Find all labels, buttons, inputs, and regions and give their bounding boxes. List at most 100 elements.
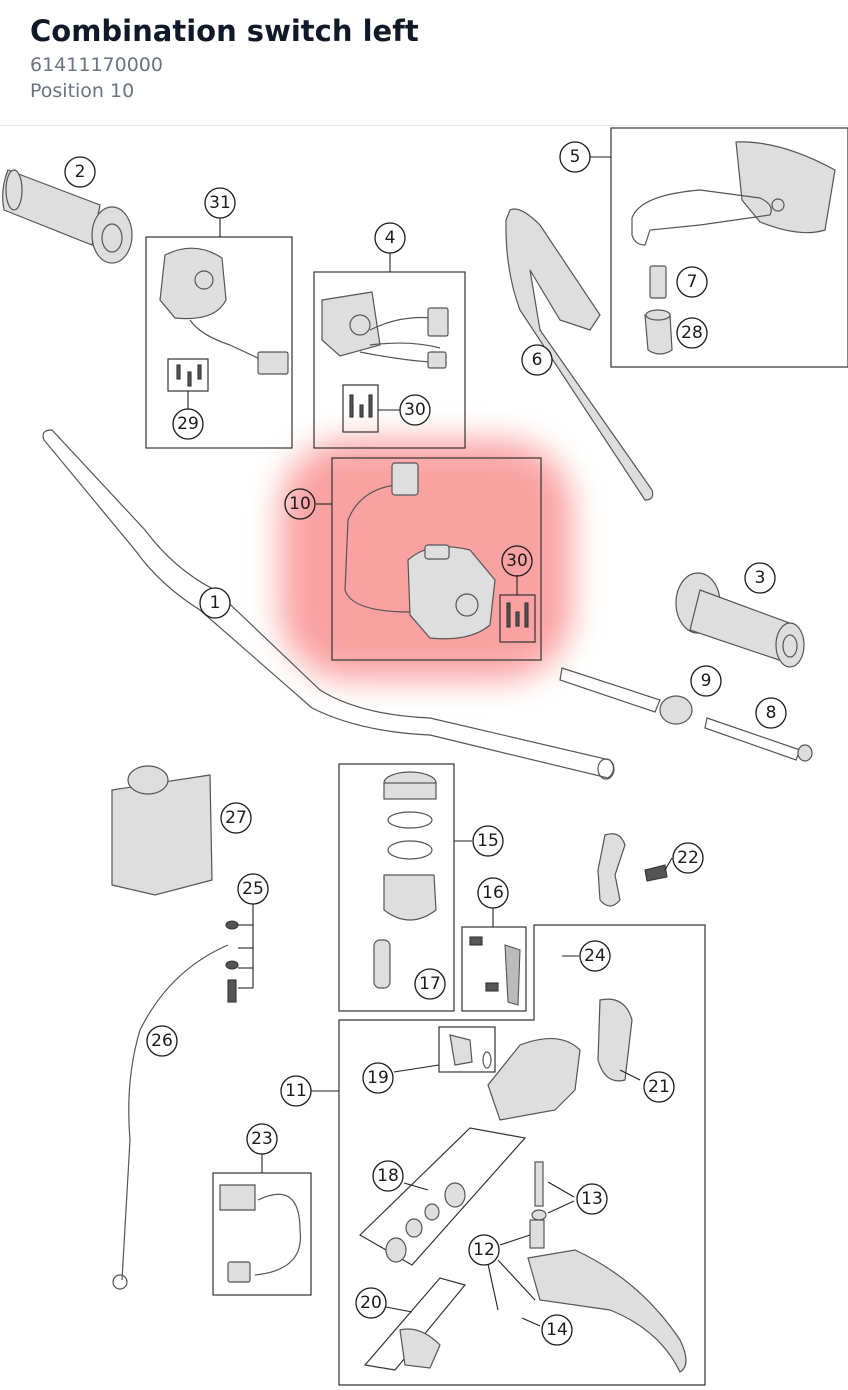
bolt-13[interactable] — [531, 1161, 547, 1221]
callout-27[interactable]: 27 — [220, 802, 252, 834]
callout-10[interactable]: 10 — [284, 488, 316, 520]
bracket-16[interactable] — [469, 936, 521, 1006]
svg-text:9: 9 — [701, 671, 712, 691]
kit-box-15 — [338, 763, 455, 1012]
svg-text:30: 30 — [506, 551, 528, 571]
svg-text:26: 26 — [151, 1031, 173, 1051]
svg-text:24: 24 — [584, 946, 606, 966]
switch-4[interactable] — [321, 291, 449, 369]
callout-29[interactable]: 29 — [172, 408, 204, 440]
brake-hose-26[interactable] — [112, 944, 229, 1290]
callout-16[interactable]: 16 — [477, 877, 509, 909]
svg-text:3: 3 — [755, 568, 766, 588]
callout-28[interactable]: 28 — [676, 317, 708, 349]
brake-lever-14[interactable] — [527, 1219, 687, 1373]
pivot-kit-20[interactable] — [363, 1277, 467, 1371]
svg-text:22: 22 — [677, 848, 699, 868]
svg-text:25: 25 — [242, 879, 264, 899]
callout-26[interactable]: 26 — [146, 1025, 178, 1057]
callout-15[interactable]: 15 — [472, 825, 504, 857]
banjo-set-25[interactable] — [225, 920, 239, 1003]
callout-19[interactable]: 19 — [362, 1062, 394, 1094]
svg-text:14: 14 — [546, 1320, 568, 1340]
svg-text:13: 13 — [581, 1189, 603, 1209]
svg-text:1: 1 — [210, 593, 221, 613]
callout-30-box10[interactable]: 30 — [501, 545, 533, 577]
callout-1[interactable]: 1 — [199, 587, 231, 619]
svg-text:2: 2 — [75, 162, 86, 182]
svg-text:28: 28 — [681, 323, 703, 343]
page-header: Combination switch left 61411170000 Posi… — [0, 0, 848, 126]
kit-box-16 — [461, 926, 527, 1012]
callout-18[interactable]: 18 — [372, 1160, 404, 1192]
svg-text:18: 18 — [377, 1166, 399, 1186]
kit-box-5 — [610, 127, 848, 368]
svg-text:10: 10 — [289, 494, 311, 514]
handlebar[interactable] — [42, 429, 615, 780]
callout-20[interactable]: 20 — [355, 1287, 387, 1319]
svg-text:7: 7 — [687, 272, 698, 292]
clutch-lever-6[interactable] — [505, 208, 654, 501]
grip-left[interactable] — [2, 169, 133, 264]
master-cylinder-15[interactable] — [373, 771, 437, 989]
callout-12[interactable]: 12 — [468, 1234, 500, 1266]
svg-text:29: 29 — [177, 414, 199, 434]
callout-11[interactable]: 11 — [280, 1075, 312, 1107]
svg-text:17: 17 — [419, 974, 441, 994]
callout-13[interactable]: 13 — [576, 1183, 608, 1215]
kit-box-11 — [338, 924, 706, 1386]
combination-switch-left[interactable] — [344, 462, 496, 640]
svg-text:11: 11 — [285, 1081, 307, 1101]
callout-6[interactable]: 6 — [521, 344, 553, 376]
callout-22[interactable]: 22 — [672, 842, 704, 874]
kit-box-10 — [331, 457, 542, 661]
svg-text:19: 19 — [367, 1068, 389, 1088]
svg-text:5: 5 — [570, 147, 581, 167]
callout-5[interactable]: 5 — [559, 141, 591, 173]
svg-text:12: 12 — [473, 1240, 495, 1260]
nut-28[interactable] — [644, 309, 673, 355]
part-19[interactable] — [449, 1034, 492, 1069]
callout-24[interactable]: 24 — [579, 940, 611, 972]
page-title: Combination switch left — [30, 14, 419, 48]
clamp-22[interactable] — [597, 833, 668, 907]
part-number: 61411170000 — [30, 54, 163, 76]
svg-text:8: 8 — [766, 703, 777, 723]
callout-17[interactable]: 17 — [414, 968, 446, 1000]
callout-7[interactable]: 7 — [676, 266, 708, 298]
spring-kit-18[interactable] — [359, 1127, 527, 1266]
svg-text:15: 15 — [477, 831, 499, 851]
callout-2[interactable]: 2 — [64, 156, 96, 188]
brake-switch-23[interactable] — [219, 1184, 302, 1283]
callout-31[interactable]: 31 — [204, 187, 236, 219]
master-cylinder-housing-11[interactable] — [487, 998, 633, 1121]
bolt-9[interactable] — [559, 667, 693, 725]
svg-text:23: 23 — [251, 1129, 273, 1149]
switch-31[interactable] — [159, 247, 289, 375]
svg-text:16: 16 — [482, 883, 504, 903]
callout-30-box4[interactable]: 30 — [399, 394, 431, 426]
svg-text:20: 20 — [360, 1293, 382, 1313]
kit-box-31 — [145, 236, 293, 449]
callout-23[interactable]: 23 — [246, 1123, 278, 1155]
grip-right[interactable] — [675, 572, 805, 668]
adapter-7[interactable] — [649, 265, 667, 299]
svg-text:21: 21 — [648, 1077, 670, 1097]
mirror-5[interactable] — [631, 141, 836, 246]
callout-25[interactable]: 25 — [237, 873, 269, 905]
svg-text:31: 31 — [209, 193, 231, 213]
svg-text:4: 4 — [385, 228, 396, 248]
callout-3[interactable]: 3 — [744, 562, 776, 594]
svg-text:6: 6 — [532, 350, 543, 370]
callout-14[interactable]: 14 — [541, 1314, 573, 1346]
brake-fluid-bottle-27[interactable] — [111, 765, 213, 896]
callout-8[interactable]: 8 — [755, 697, 787, 729]
svg-text:30: 30 — [404, 400, 426, 420]
leader-lines — [187, 156, 673, 1327]
position-label: Position 10 — [30, 80, 135, 102]
bolt-8[interactable] — [704, 717, 813, 762]
callout-9[interactable]: 9 — [690, 665, 722, 697]
svg-text:27: 27 — [225, 808, 247, 828]
callout-21[interactable]: 21 — [643, 1071, 675, 1103]
callout-4[interactable]: 4 — [374, 222, 406, 254]
